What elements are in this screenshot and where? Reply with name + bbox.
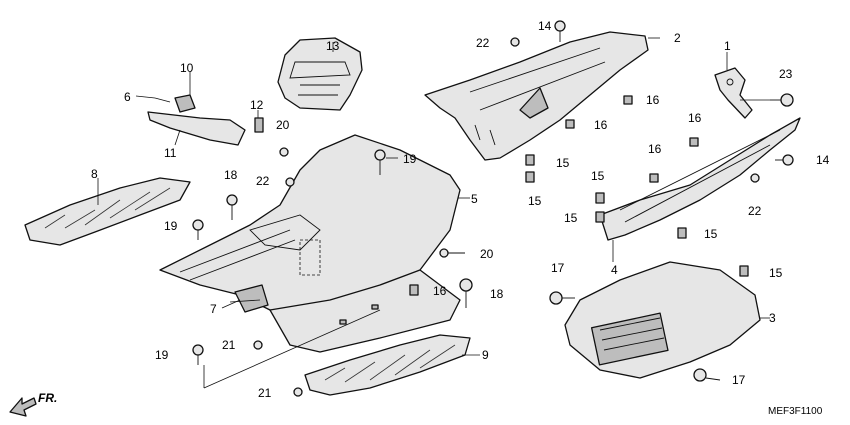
callout-15-c: 15 bbox=[591, 169, 605, 183]
callout-19-a: 19 bbox=[403, 152, 417, 166]
callout-23: 23 bbox=[779, 67, 793, 81]
callout-13: 13 bbox=[326, 39, 340, 53]
callout-20-a: 20 bbox=[276, 118, 290, 132]
part-4-side-cover bbox=[599, 117, 801, 241]
callout-5: 5 bbox=[471, 192, 478, 206]
callout-12: 12 bbox=[250, 98, 264, 112]
callout-22-c: 22 bbox=[748, 204, 762, 218]
callout-11: 11 bbox=[164, 146, 177, 160]
part-1-bracket bbox=[714, 67, 753, 119]
callout-18-a: 18 bbox=[224, 168, 238, 182]
callout-16-c: 16 bbox=[688, 111, 702, 125]
part-13-cover bbox=[277, 37, 363, 111]
callout-18-b: 18 bbox=[490, 287, 504, 301]
direction-label: FR. bbox=[38, 391, 57, 405]
front-direction-arrow: FR. bbox=[9, 391, 57, 417]
leader-lines bbox=[97, 37, 770, 389]
callout-17-a: 17 bbox=[551, 261, 565, 275]
callout-4: 4 bbox=[611, 263, 618, 277]
part-2-side-cover bbox=[424, 31, 649, 161]
callout-22-b: 22 bbox=[256, 174, 270, 188]
callout-14-right: 14 bbox=[816, 153, 830, 167]
callout-2: 2 bbox=[674, 31, 681, 45]
part-11-trim bbox=[147, 111, 246, 146]
callout-16-e: 16 bbox=[433, 284, 447, 298]
callout-15-a: 15 bbox=[556, 156, 570, 170]
callout-21-a: 21 bbox=[222, 338, 236, 352]
callout-15-d: 15 bbox=[564, 211, 578, 225]
callout-15-b: 15 bbox=[528, 194, 542, 208]
callout-8: 8 bbox=[91, 167, 98, 181]
callout-19-c: 19 bbox=[155, 348, 169, 362]
callout-16-a: 16 bbox=[646, 93, 660, 107]
callout-20-b: 20 bbox=[480, 247, 494, 261]
callout-9: 9 bbox=[482, 348, 489, 362]
part-3-under-tray bbox=[564, 261, 761, 379]
callouts: 1 2 3 4 5 6 7 8 9 10 11 12 13 14 14 15 1… bbox=[91, 19, 830, 400]
callout-17-b: 17 bbox=[732, 373, 746, 387]
callout-7: 7 bbox=[210, 302, 217, 316]
callout-14-top: 14 bbox=[538, 19, 552, 33]
part-10-clip bbox=[174, 94, 196, 113]
callout-3: 3 bbox=[769, 311, 776, 325]
hardware bbox=[154, 20, 794, 397]
callout-1: 1 bbox=[724, 39, 731, 53]
callout-16-b: 16 bbox=[594, 118, 608, 132]
part-8-floor-mat bbox=[24, 177, 191, 246]
callout-10: 10 bbox=[180, 61, 194, 75]
callout-15-f: 15 bbox=[769, 266, 783, 280]
callout-19-b: 19 bbox=[164, 219, 178, 233]
callout-21-b: 21 bbox=[258, 386, 272, 400]
callout-22-a: 22 bbox=[476, 36, 490, 50]
diagram-code: MEF3F1100 bbox=[768, 406, 823, 417]
callout-15-e: 15 bbox=[704, 227, 718, 241]
callout-16-d: 16 bbox=[648, 142, 662, 156]
callout-6: 6 bbox=[124, 90, 131, 104]
